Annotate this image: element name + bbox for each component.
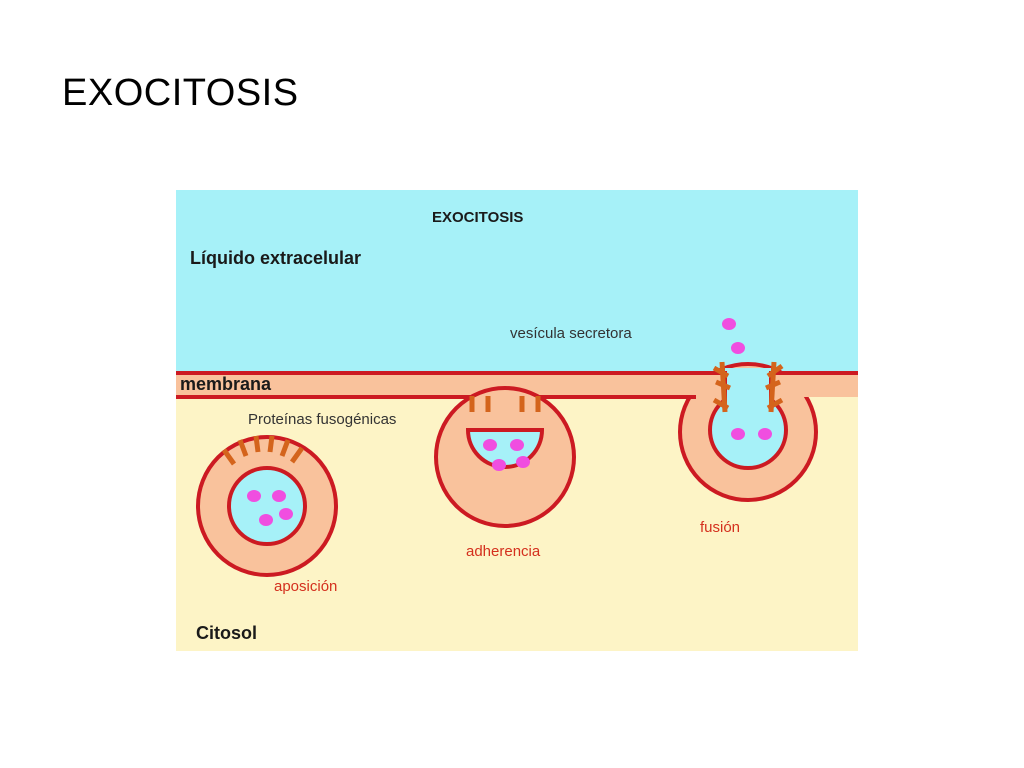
stage-label-adherence: adherencia: [466, 543, 541, 560]
vesicle-adherence: [434, 386, 576, 528]
cargo-particle: [510, 439, 524, 451]
cargo-particle: [279, 508, 293, 520]
cargo-particle: [731, 342, 745, 354]
cargo-particle: [722, 318, 736, 330]
cargo-particle: [483, 439, 497, 451]
slide-title: EXOCITOSIS: [62, 72, 299, 114]
cytosol-label: Citosol: [196, 623, 257, 643]
cargo-particle: [731, 428, 745, 440]
extracellular-label: Líquido extracelular: [190, 248, 361, 268]
fusogenic-proteins-label: Proteínas fusogénicas: [248, 411, 396, 428]
cargo-particle: [272, 490, 286, 502]
cargo-particle: [259, 514, 273, 526]
diagram-heading: EXOCITOSIS: [432, 209, 523, 226]
vesicle-apposition: [196, 435, 338, 577]
stage-label-fusion: fusión: [700, 519, 740, 536]
stage-label-apposition: aposición: [274, 578, 337, 595]
cargo-particle: [247, 490, 261, 502]
membrane-label: membrana: [180, 374, 272, 394]
cargo-particle: [758, 428, 772, 440]
secretory-vesicle-label: vesícula secretora: [510, 325, 632, 342]
fusion-pore: [708, 318, 788, 470]
exocytosis-diagram: EXOCITOSIS Líquido extracelular vesícula…: [176, 190, 858, 651]
cargo-particle: [492, 459, 506, 471]
cargo-particle: [516, 456, 530, 468]
